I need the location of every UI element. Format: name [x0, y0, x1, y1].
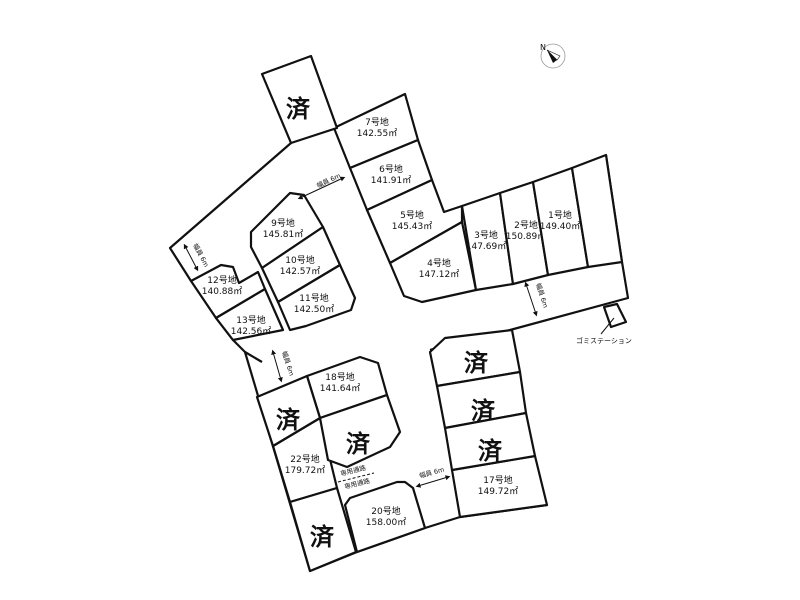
sold-mark: 済: [346, 430, 371, 458]
lot-number: 17号地: [483, 474, 512, 486]
lot-number: 10号地: [285, 254, 314, 266]
lot-area: 179.72㎡: [285, 465, 326, 476]
garbage-station-label: ゴミステーション: [576, 336, 632, 345]
lot-boundary[interactable]: [570, 153, 624, 269]
lot-boundary[interactable]: [260, 54, 339, 145]
lot-area: 145.43㎡: [392, 221, 433, 232]
sold-mark: 済: [286, 95, 311, 123]
road-width-label: 幅員 6m: [315, 171, 342, 190]
lot-area: 147.12㎡: [419, 269, 460, 280]
sold-mark: 済: [464, 349, 489, 377]
lot-number: 2号地: [514, 219, 538, 231]
lot-east-end[interactable]: [570, 153, 624, 269]
lot-boundary[interactable]: [276, 263, 357, 332]
lot-area: 142.57㎡: [280, 266, 321, 277]
road-width-label: 幅員 6m: [280, 350, 296, 377]
lot-number: 11号地: [299, 292, 328, 304]
lot-sold-north[interactable]: 済: [260, 54, 339, 145]
lot-boundary[interactable]: [343, 480, 427, 554]
lot-area: 158.00㎡: [366, 517, 407, 528]
lot-area: 142.50㎡: [294, 304, 335, 315]
lot-area: 149.72㎡: [478, 486, 519, 497]
lot-number: 13号地: [236, 314, 265, 326]
lot-number: 3号地: [474, 229, 498, 241]
lot-area: 150.89㎡: [506, 231, 547, 242]
lot-number: 6号地: [379, 163, 403, 175]
lot-number: 12号地: [207, 274, 236, 286]
road-width-label: 幅員 6m: [418, 465, 445, 480]
lot-sold-e1[interactable]: 済: [428, 328, 522, 388]
sold-mark: 済: [276, 406, 301, 434]
lot-area: 145.81㎡: [263, 229, 304, 240]
lot-sold-e3[interactable]: 済: [443, 411, 537, 472]
lot-area: 147.69㎡: [466, 241, 507, 252]
lot-area: 142.55㎡: [357, 128, 398, 139]
lot-boundary[interactable]: [214, 287, 285, 342]
lot-boundary[interactable]: [443, 411, 537, 472]
lot-number: 1号地: [548, 209, 572, 221]
lot-number: 5号地: [400, 209, 424, 221]
compass-label: N: [540, 43, 546, 52]
sold-mark: 済: [310, 523, 335, 551]
lot-area: 142.56㎡: [231, 326, 272, 337]
lot-sold-sw2[interactable]: 済: [288, 486, 358, 573]
lot-number: 20号地: [371, 505, 400, 517]
lot-boundary[interactable]: [428, 328, 522, 388]
lot-number: 4号地: [427, 257, 451, 269]
lot-area: 149.40㎡: [540, 221, 581, 232]
sold-mark: 済: [478, 437, 503, 465]
lot-area: 141.64㎡: [320, 383, 361, 394]
lot-boundary[interactable]: [288, 486, 358, 573]
lot-boundary[interactable]: [388, 220, 478, 304]
lot-number: 22号地: [290, 453, 319, 465]
road-width-label: 幅員 6m: [534, 282, 550, 309]
garbage-station: [602, 302, 628, 329]
lot-sold-sw1[interactable]: 済: [255, 374, 322, 448]
lot-area: 141.91㎡: [371, 175, 412, 186]
lot-number: 18号地: [325, 371, 354, 383]
lot-sold-center[interactable]: 済: [318, 393, 402, 469]
lot-number: 9号地: [271, 217, 295, 229]
lot-boundary[interactable]: [318, 393, 402, 469]
lot-area: 140.88㎡: [202, 286, 243, 297]
private-path-label: 専用通路: [343, 476, 371, 491]
north-compass-icon: N: [540, 43, 566, 69]
lot-number: 7号地: [365, 116, 389, 128]
